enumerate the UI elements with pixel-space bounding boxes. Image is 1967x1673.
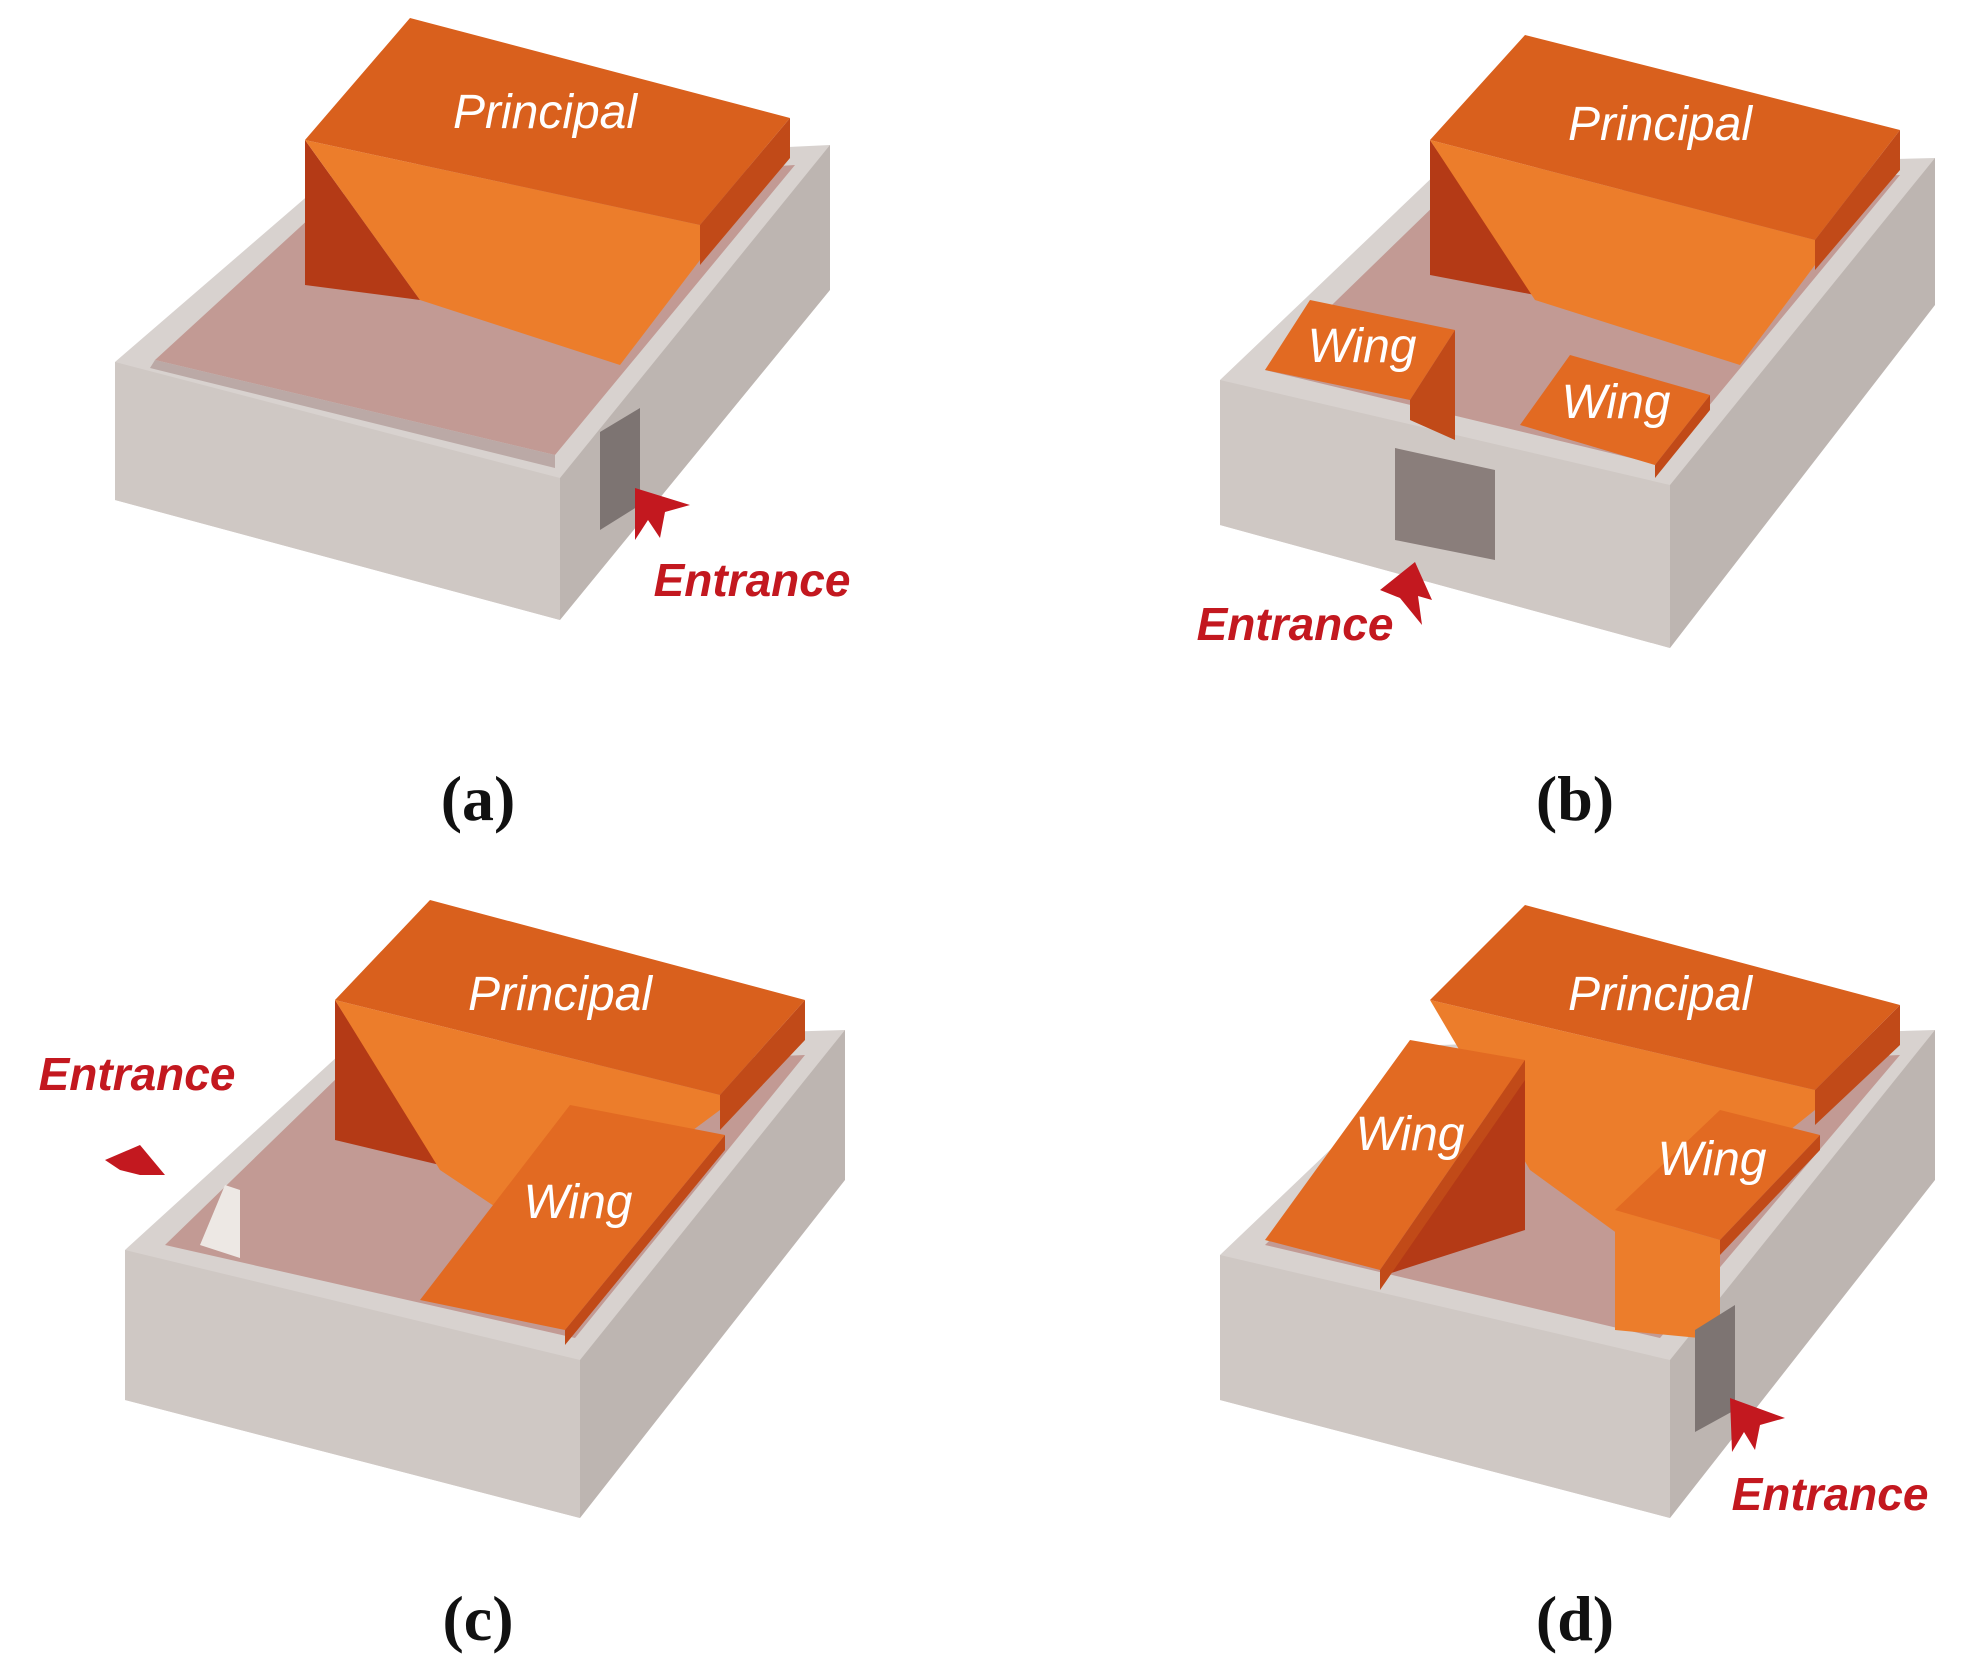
principal-side — [720, 1000, 805, 1130]
principal-front — [1430, 1000, 1815, 1250]
principal-top — [305, 18, 790, 225]
wall-side — [580, 1030, 845, 1518]
principal-side — [700, 118, 790, 265]
wall-side — [1670, 1030, 1935, 1518]
wing-label: Wing — [1356, 1108, 1465, 1161]
wing-label: Wing — [1308, 320, 1417, 373]
wing-left-side — [1410, 330, 1455, 440]
panel-caption: (a) — [441, 763, 516, 834]
wing-label: Wing — [524, 1176, 633, 1229]
principal-front — [305, 140, 700, 365]
entrance-label: Entrance — [654, 554, 851, 606]
entrance-opening — [1395, 448, 1495, 560]
principal-top — [335, 900, 805, 1095]
entrance-label: Entrance — [39, 1048, 236, 1100]
wall-front — [1220, 1255, 1670, 1518]
panel-d: Principal Wing Wing Entrance (d) — [1220, 905, 1935, 1654]
principal-top — [1430, 905, 1900, 1090]
entrance-arrow-icon — [635, 488, 690, 540]
wing-right-top — [1520, 355, 1710, 465]
entrance-arrow-icon — [105, 1145, 165, 1175]
entrance-opening — [600, 408, 640, 530]
principal-label: Principal — [1568, 98, 1753, 151]
panel-a: Principal Entrance (a) — [115, 18, 850, 834]
wall-side — [1670, 158, 1935, 648]
wing-right-front — [1615, 1210, 1720, 1340]
panel-caption: (d) — [1536, 1583, 1614, 1654]
wing-right-side — [1720, 1135, 1820, 1255]
wing-left-top — [1265, 1040, 1525, 1270]
principal-label: Principal — [468, 968, 653, 1021]
wall-front — [125, 1250, 580, 1518]
wing-right-top — [1615, 1110, 1820, 1240]
wing-left-side — [1380, 1060, 1525, 1290]
panel-b: Principal Wing Wing Entrance (b) — [1197, 35, 1935, 834]
wing-label: Wing — [1658, 1133, 1767, 1186]
entrance-label: Entrance — [1732, 1468, 1929, 1520]
panel-caption: (b) — [1536, 763, 1614, 834]
entrance-opening — [200, 1185, 240, 1258]
principal-side — [1815, 130, 1900, 270]
wing-top — [420, 1105, 725, 1330]
wing-label: Wing — [1562, 376, 1671, 429]
principal-top — [1430, 35, 1900, 240]
wing-left-top — [1265, 300, 1455, 400]
wall-front — [115, 362, 560, 620]
entrance-arrow-icon — [1730, 1398, 1785, 1452]
panel-caption: (c) — [442, 1583, 513, 1654]
principal-front — [1430, 140, 1815, 365]
panel-c: Principal Wing Entrance (c) — [39, 900, 845, 1654]
principal-side — [1815, 1005, 1900, 1125]
principal-label: Principal — [1568, 968, 1753, 1021]
wing-right-side — [1655, 395, 1710, 478]
entrance-opening — [1695, 1305, 1735, 1432]
inner-wall — [150, 360, 555, 468]
wing-side — [565, 1135, 725, 1345]
entrance-label: Entrance — [1197, 598, 1394, 650]
entrance-arrow-icon — [1380, 562, 1432, 625]
principal-label: Principal — [453, 86, 638, 139]
